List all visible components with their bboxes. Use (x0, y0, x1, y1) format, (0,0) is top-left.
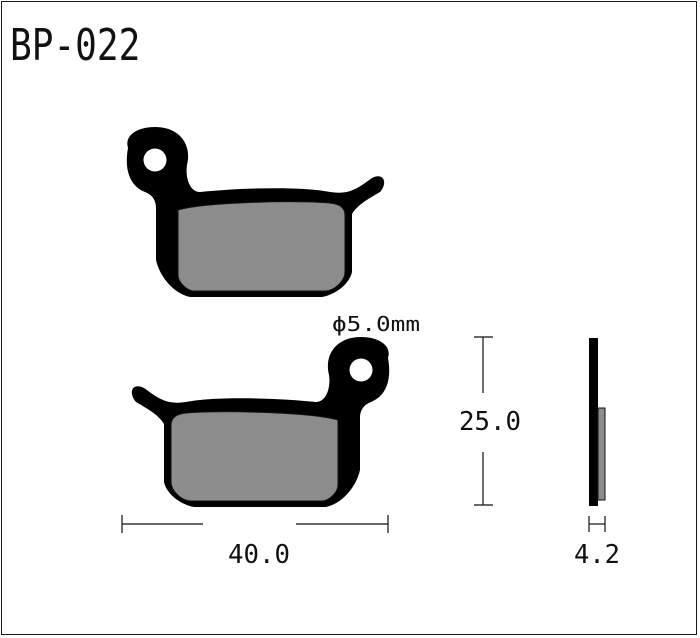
top-pad-friction-material (177, 201, 346, 292)
bottom-pad-mounting-hole (349, 358, 373, 382)
bottom-pad-friction-material (170, 411, 339, 502)
width-dimension (121, 515, 389, 533)
side-view-friction-material (597, 407, 606, 501)
top-pad-mounting-hole (143, 148, 167, 172)
side-view-backing-plate (589, 338, 598, 506)
hole-diameter-label: ϕ5.0mm (332, 312, 420, 336)
top-pad (126, 127, 385, 297)
thickness-label: 4.2 (574, 540, 620, 570)
thickness-dimension (588, 516, 606, 532)
bottom-pad (131, 337, 390, 507)
height-label: 25.0 (459, 407, 521, 437)
part-number-title: BP-022 (10, 20, 141, 71)
width-label: 40.0 (228, 540, 290, 570)
side-view-pad (589, 338, 606, 506)
height-dimension (474, 336, 493, 506)
